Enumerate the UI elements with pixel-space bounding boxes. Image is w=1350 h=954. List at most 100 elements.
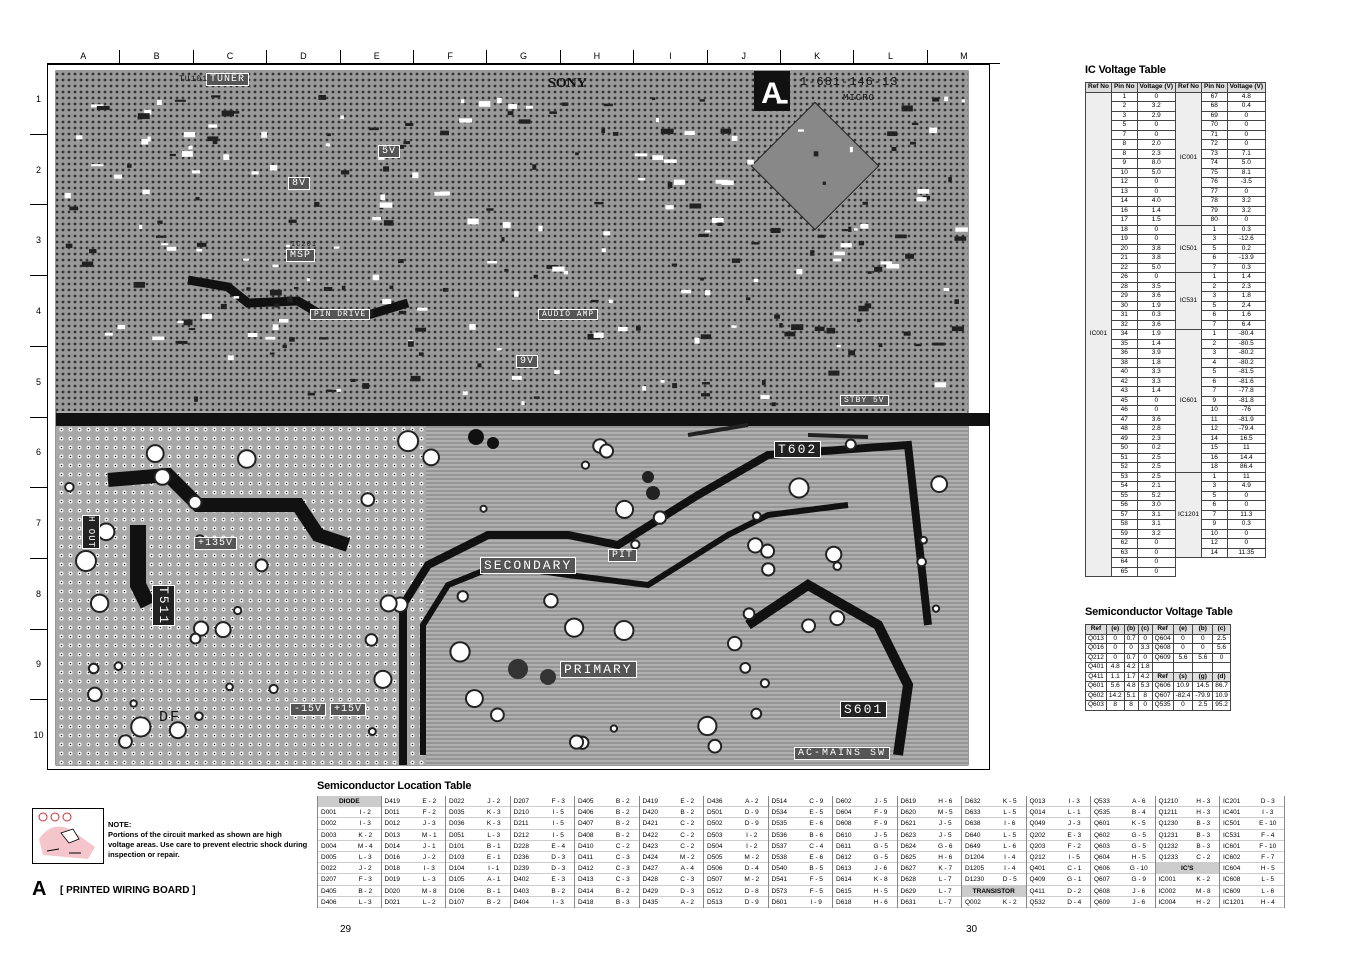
board-component [817, 234, 825, 238]
location-ref: D418 [578, 898, 594, 906]
location-grid: K - 2 [358, 831, 373, 839]
table-cell: 14.5 [1192, 681, 1214, 692]
pin-cell: 7 [1200, 262, 1228, 273]
board-pad [87, 662, 100, 675]
board-component [325, 143, 331, 147]
board-component [731, 258, 741, 263]
table-cell: 4.8 [1105, 662, 1125, 673]
board-component [440, 130, 449, 136]
column-header: Pin No [1200, 82, 1228, 93]
voltage-cell: 3.6 [1136, 319, 1177, 330]
pin-cell: 42 [1110, 376, 1138, 387]
location-grid: K - 3 [486, 809, 501, 817]
table-cell: Q212 [1085, 652, 1107, 663]
table-cell: Q604 [1151, 633, 1174, 644]
label-h-out: H OUT [82, 515, 100, 550]
pin-cell: 1 [1110, 91, 1138, 102]
pin-cell: 10 [1110, 167, 1138, 178]
location-ref: Q609 [1094, 898, 1110, 906]
location-ref: D051 [449, 831, 465, 839]
location-ref: D212 [513, 831, 530, 839]
location-ref: D211 [513, 820, 529, 828]
table-cell: 0 [1192, 633, 1214, 644]
board-component [514, 291, 519, 297]
label-msp-ref: IC201 [291, 241, 318, 249]
pin-cell: 72 [1200, 139, 1228, 150]
location-ref: D501 [707, 809, 723, 817]
voltage-cell: 2.5 [1136, 471, 1177, 482]
board-pad [580, 460, 591, 470]
location-grid: C - 9 [809, 798, 824, 805]
location-ref: D538 [771, 853, 788, 861]
board-pad [919, 535, 928, 545]
board-component [288, 219, 297, 223]
label-tuner-ref: TU101 [179, 75, 209, 84]
board-component [704, 230, 711, 233]
board-component [867, 271, 872, 274]
board-component [673, 179, 685, 185]
location-ref: D624 [900, 842, 917, 850]
board-component [196, 248, 203, 252]
location-ref: D036 [449, 820, 465, 828]
location-grid: D - 3 [551, 853, 566, 861]
label-pit: PIT [608, 549, 638, 562]
pin-cell: 38 [1110, 357, 1138, 368]
table-cell: 1.7 [1123, 671, 1139, 682]
board-component [552, 266, 565, 272]
board-component [665, 205, 674, 210]
location-grid: J - 3 [422, 820, 436, 828]
board-component [955, 227, 968, 232]
voltage-cell: 5.0 [1136, 262, 1177, 273]
location-ref: Q212 [1029, 853, 1046, 861]
voltage-cell: -80.2 [1226, 357, 1267, 368]
location-grid: F - 3 [551, 798, 565, 805]
location-ref: D615 [836, 887, 852, 895]
location-grid: C - 2 [615, 842, 630, 850]
location-grid: F - 2 [422, 809, 436, 817]
location-ref: D541 [771, 876, 788, 884]
pin-cell: 11 [1200, 414, 1228, 425]
location-ref: IC001 [1158, 876, 1176, 884]
location-grid: I - 2 [746, 842, 758, 850]
pin-cell: 40 [1110, 367, 1138, 378]
pin-cell: 19 [1110, 234, 1138, 245]
board-component [81, 261, 94, 267]
board-component [496, 348, 502, 351]
board-pad [397, 430, 420, 453]
table-cell: 5.3 [1137, 681, 1153, 692]
location-grid: C - 3 [615, 865, 630, 873]
column-header: (b) [1123, 624, 1139, 635]
voltage-cell: 1.4 [1136, 205, 1177, 216]
location-grid: K - 8 [873, 876, 888, 884]
pin-cell: 49 [1110, 433, 1138, 444]
board-component [848, 226, 852, 233]
board-component [350, 378, 356, 383]
board-component [294, 287, 299, 290]
board-component [144, 109, 152, 115]
board-component [508, 104, 517, 109]
label-primary: PRIMARY [560, 661, 637, 678]
table-cell: 95.2 [1212, 700, 1231, 711]
pin-cell: 62 [1110, 538, 1138, 549]
pin-cell: 9 [1110, 158, 1138, 169]
location-grid: K - 5 [1131, 820, 1146, 828]
voltage-cell: 1.4 [1226, 272, 1267, 283]
location-ref: D1230 [965, 876, 985, 884]
board-component [196, 242, 207, 247]
voltage-cell: 1.4 [1136, 338, 1177, 349]
